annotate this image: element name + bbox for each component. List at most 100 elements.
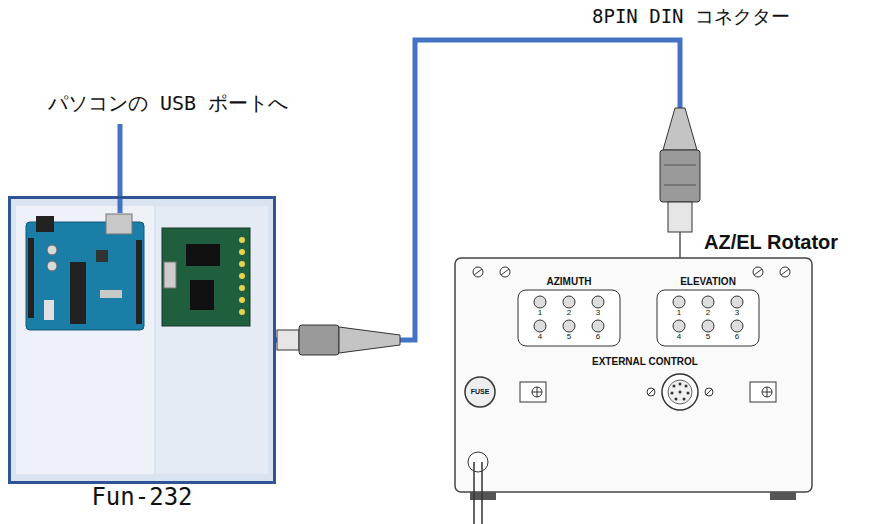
din-socket-part: [679, 391, 682, 394]
arduino-board-part: [36, 216, 54, 232]
terminal-number: 6: [596, 333, 600, 342]
din-plug: [277, 325, 400, 355]
din-socket: [647, 374, 713, 410]
terminal-block-part: [563, 320, 575, 332]
terminal-block-part: [702, 296, 714, 308]
terminal-number: 2: [567, 309, 571, 318]
terminal-block-part: [534, 320, 546, 332]
fuse-label: FUSE: [471, 388, 490, 396]
din-socket-part: [683, 398, 686, 401]
arduino-board-part: [100, 290, 122, 298]
terminal-number: 5: [567, 333, 571, 342]
terminal-number: 1: [677, 309, 681, 318]
rs232-board-part: [239, 285, 245, 291]
terminal-number: 2: [706, 309, 710, 318]
din-plug-part: [664, 185, 696, 186]
din-plug-part: [277, 330, 299, 350]
din-socket-part: [675, 398, 678, 401]
terminal-block-part: [592, 296, 604, 308]
rs232-board: [162, 228, 250, 326]
terminal-block: [518, 290, 620, 346]
rs232-board-part: [239, 273, 245, 279]
rs232-board-part: [162, 228, 250, 326]
interface-ground-part: [16, 206, 154, 474]
din-plug-part: [664, 165, 696, 166]
rotator-panel-part: [780, 267, 790, 277]
node-heading: Fun-232: [11, 485, 273, 510]
power-cord-part: [481, 462, 483, 524]
arduino-board-part: [28, 238, 34, 318]
din-socket-part: [687, 392, 690, 395]
din-plug: [660, 108, 700, 232]
ground-terminal-part: [762, 387, 772, 397]
din-socket-part: [647, 388, 655, 396]
rs232-board-part: [239, 261, 245, 267]
terminal-number: 6: [735, 333, 739, 342]
arduino-board-part: [96, 250, 108, 262]
rotator-panel-part: [753, 267, 763, 277]
din-socket-part: [668, 380, 692, 404]
din-plug-part: [668, 202, 692, 232]
socket-label: EXTERNAL CONTROL: [590, 356, 700, 367]
din-socket-part: [671, 392, 674, 395]
terminal-number: 4: [538, 333, 542, 342]
ground-terminal-part: [767, 387, 768, 397]
din-socket-part: [685, 385, 688, 388]
ground-terminal-part: [532, 387, 542, 397]
din-socket-part: [705, 388, 713, 396]
fuse-holder-part: [465, 377, 495, 407]
power-cord: [468, 452, 488, 524]
arduino-board-part: [106, 214, 132, 234]
rs232-board-part: [190, 280, 214, 310]
interface-ground-part: [156, 206, 268, 474]
terminal-block-part: [592, 320, 604, 332]
terminal-block-part: [534, 296, 546, 308]
din-socket-part: [679, 383, 682, 386]
din-plug-part: [660, 150, 700, 202]
terminal-number: 3: [596, 309, 600, 318]
din-plug-part: [663, 108, 697, 150]
terminal-number: 4: [677, 333, 681, 342]
interface-box: Fun-232: [8, 196, 276, 484]
ground-terminal-part: [537, 387, 538, 397]
terminal-number: 1: [538, 309, 542, 318]
din-plug-part: [299, 325, 339, 355]
rotator-controller: AZ/EL Rotator: [440, 232, 860, 508]
usb-cable: [118, 124, 123, 213]
arduino-board-part: [47, 245, 57, 255]
usb-callout: パソコンの USB ポートへ: [48, 92, 288, 114]
rs232-board-part: [239, 237, 245, 243]
power-cord-part: [468, 452, 488, 472]
rotator-panel-part: [781, 269, 789, 275]
terminal-block-part: [731, 296, 743, 308]
rs232-board-part: [164, 262, 176, 288]
connector-callout: 8PIN DIN コネクター: [592, 6, 790, 27]
interface-ground: [9, 197, 275, 483]
rotator-panel-part: [501, 269, 509, 275]
interface-ground-part: [9, 197, 275, 483]
rs232-board-part: [186, 244, 220, 266]
terminal-block-part: [673, 296, 685, 308]
rotator-panel: [455, 258, 812, 500]
fuse-holder: [465, 377, 495, 407]
din-socket-part: [648, 389, 654, 395]
rotator-panel-part: [473, 267, 483, 277]
arduino-board-part: [47, 261, 57, 271]
terminal-title: AZIMUTH: [547, 276, 592, 287]
terminal-block-part: [673, 320, 685, 332]
din-plug-part: [339, 327, 400, 353]
ground-terminal-part: [520, 382, 546, 402]
rs232-board-part: [239, 309, 245, 315]
din-socket-part: [706, 389, 712, 395]
din-socket-part: [673, 385, 676, 388]
arduino-board-part: [70, 262, 86, 324]
power-cord-part: [473, 462, 475, 524]
rotator-panel-part: [500, 267, 510, 277]
ground-terminal-part: [750, 382, 776, 402]
rs232-board-part: [239, 297, 245, 303]
arduino-board: [26, 214, 144, 330]
terminal-block-part: [518, 290, 620, 346]
terminal-block-part: [657, 290, 759, 346]
